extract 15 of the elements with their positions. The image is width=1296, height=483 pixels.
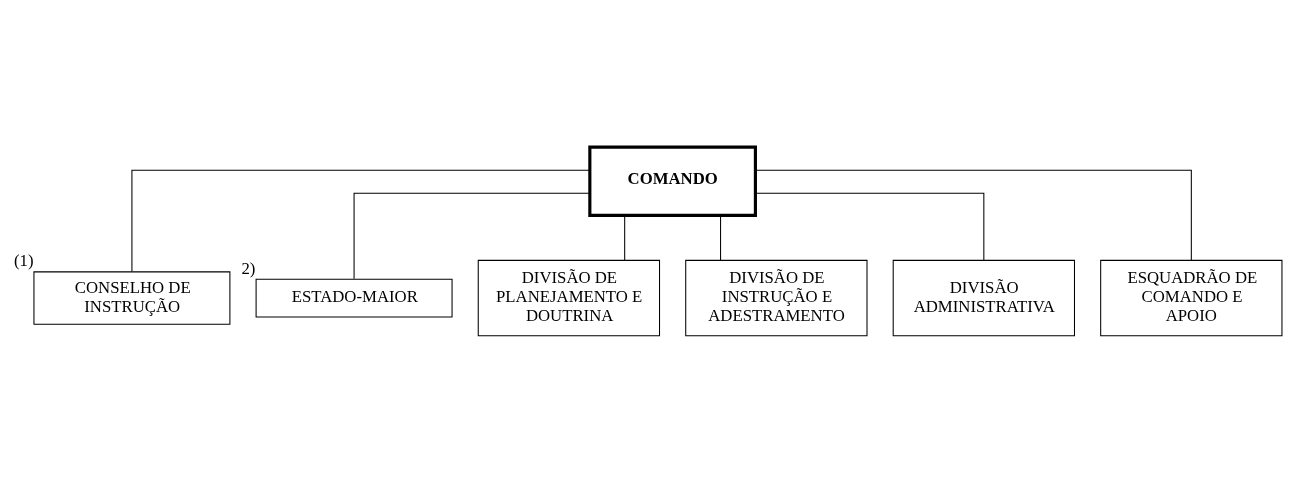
- node-box: DIVISÃO ADMINISTRATIVA: [892, 259, 1075, 337]
- node-label: 2): [241, 258, 256, 278]
- connector: [720, 214, 722, 261]
- node-box: COMANDO: [588, 145, 757, 217]
- node-box: CONSELHO DE INSTRUÇÃO: [33, 271, 231, 325]
- connector: [353, 192, 591, 280]
- node-box: ESTADO-MAIOR: [255, 278, 453, 318]
- node-box: ESQUADRÃO DE COMANDO E APOIO: [1100, 259, 1283, 337]
- connector: [624, 214, 626, 261]
- connector: [131, 169, 591, 273]
- connector: [755, 169, 1192, 261]
- connector: [755, 192, 985, 261]
- node-box: DIVISÃO DE INSTRUÇÃO E ADESTRAMENTO: [685, 259, 868, 337]
- node-box: DIVISÃO DE PLANEJAMENTO E DOUTRINA: [477, 259, 661, 337]
- node-label: (1): [14, 251, 34, 271]
